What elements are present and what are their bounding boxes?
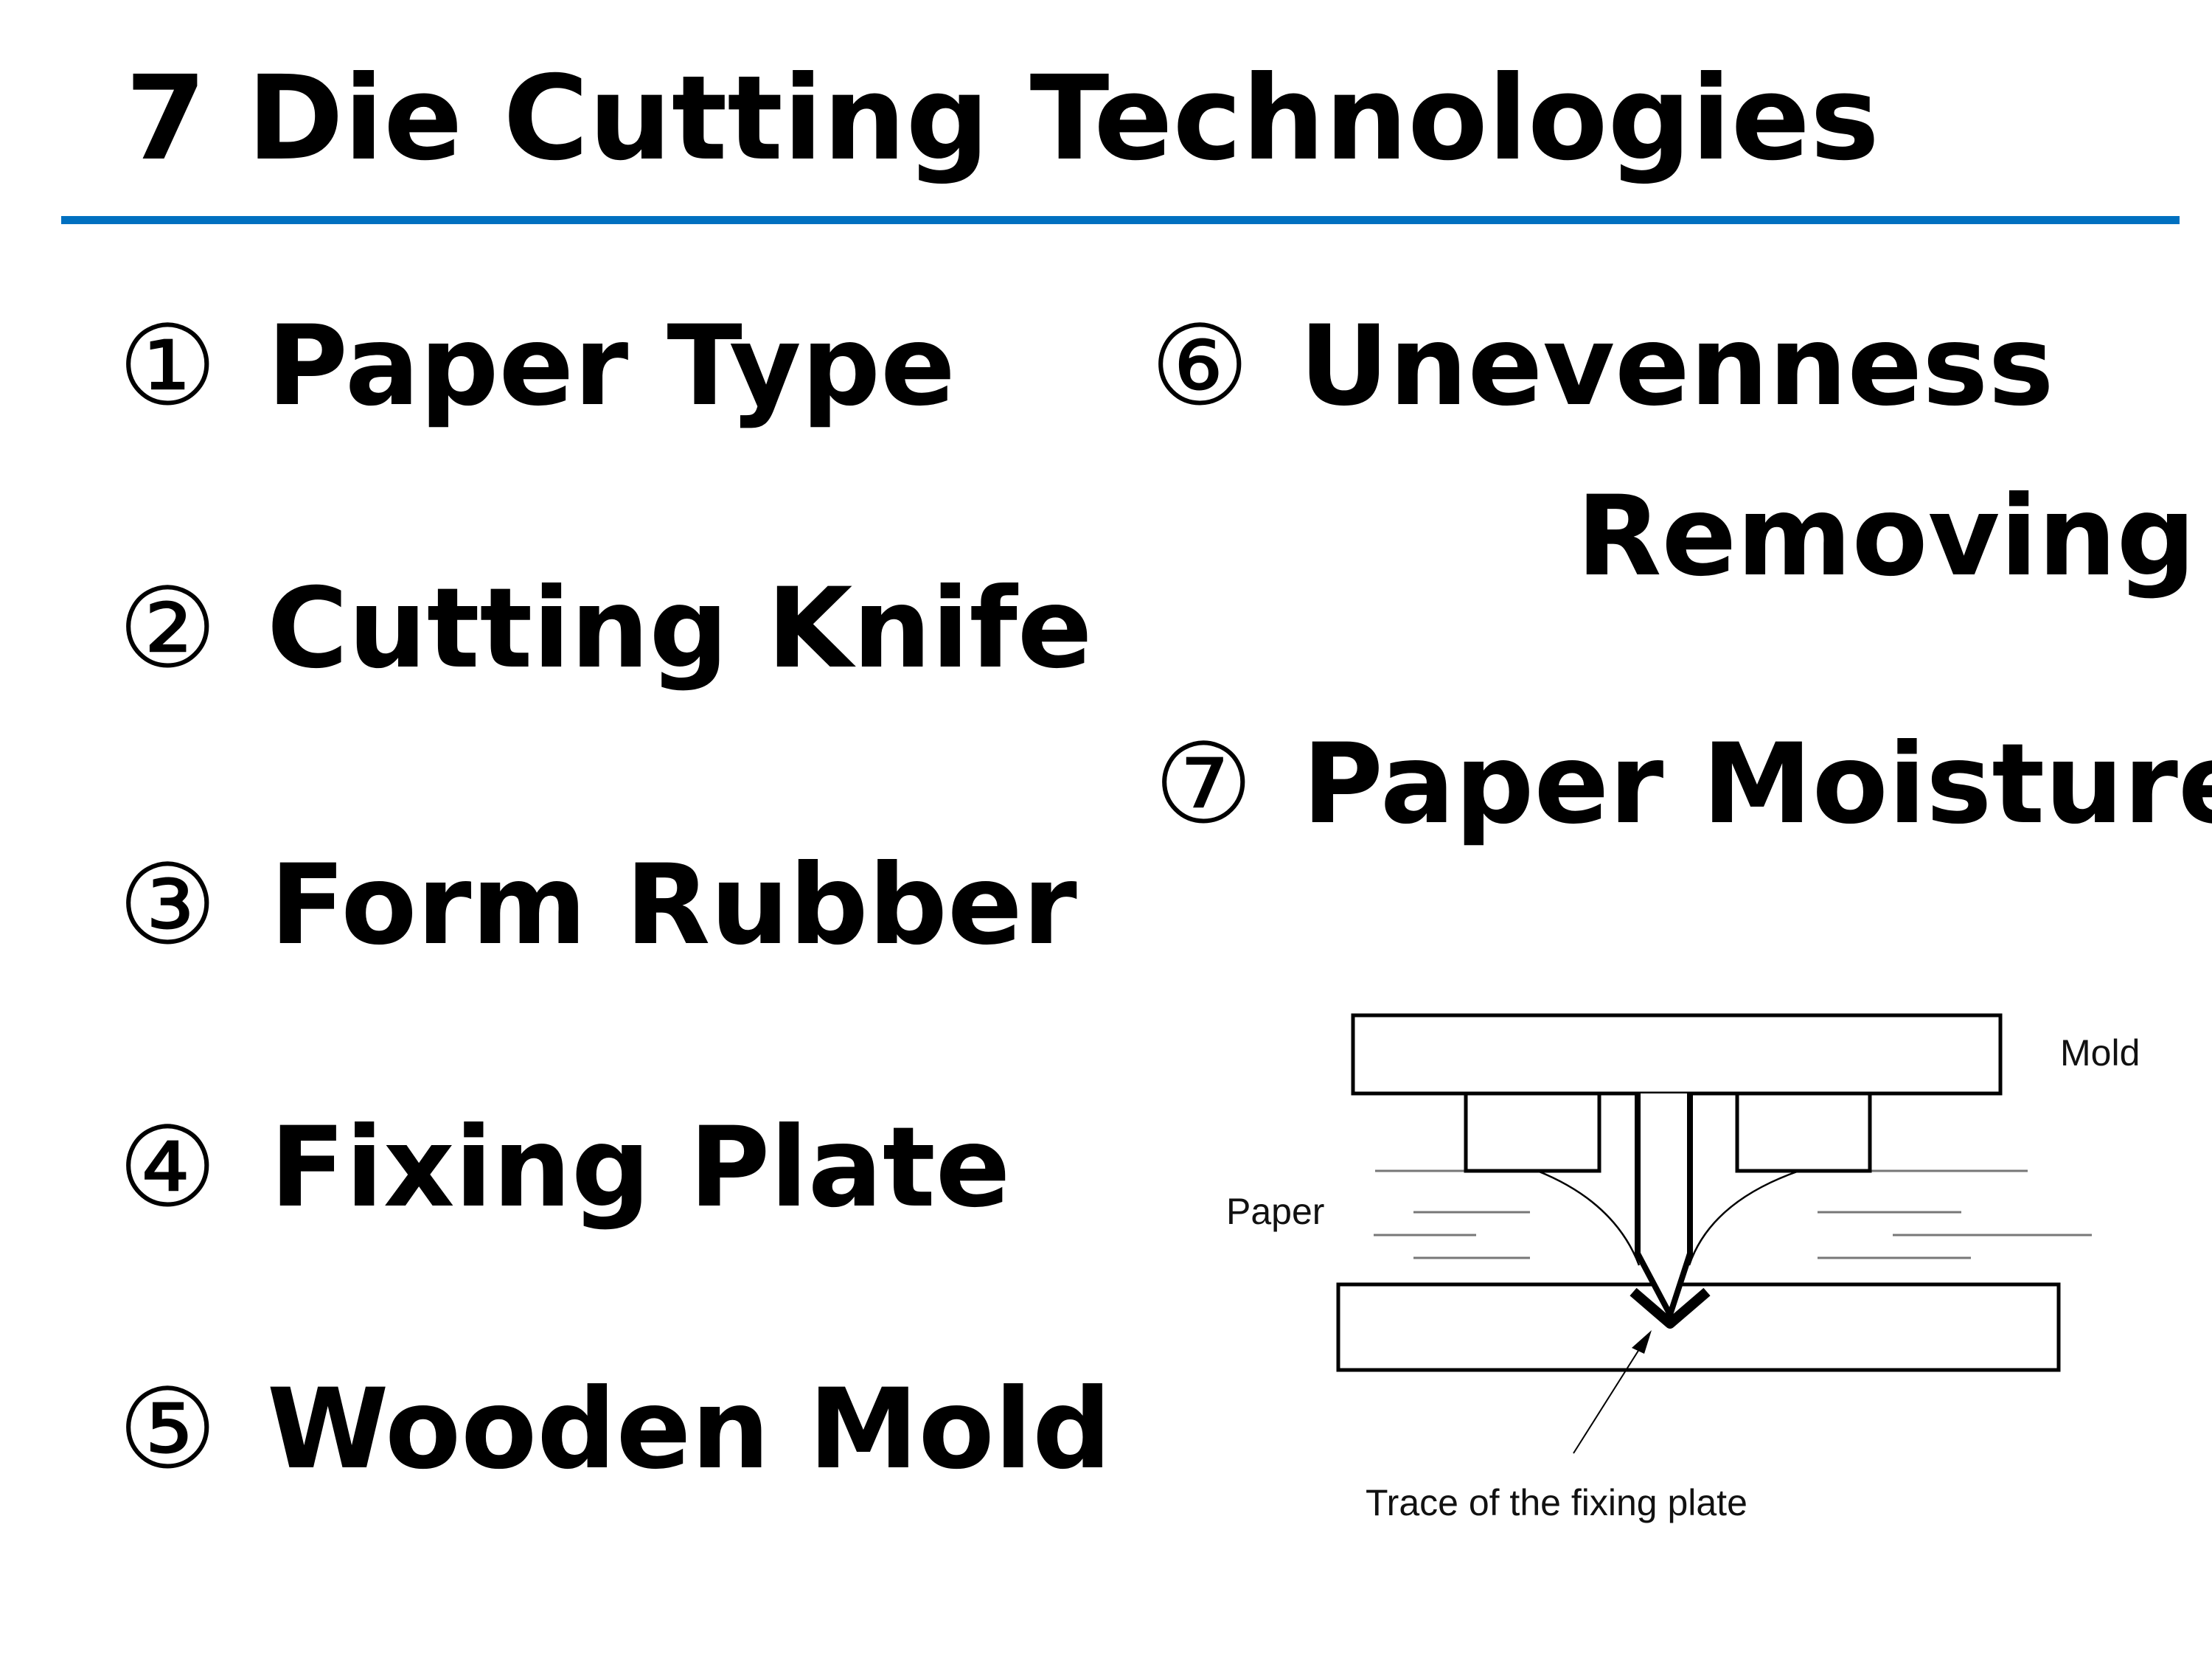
paper-curve-left	[1537, 1169, 1641, 1266]
item-label: Fixing Plate	[270, 1104, 1010, 1232]
item-label: Cutting Knife	[267, 565, 1093, 693]
paper-curve-right	[1688, 1169, 1800, 1266]
item-label: Paper Type	[267, 302, 956, 431]
item-1: ① Paper Type	[118, 302, 956, 431]
item-4: ④ Fixing Plate	[118, 1104, 1010, 1232]
item-3: ③ Form Rubber	[118, 841, 1077, 970]
form-rubber-left	[1464, 1091, 1601, 1173]
item-label: Unevenness	[1299, 302, 2054, 431]
arrow-head-icon	[1632, 1330, 1652, 1354]
item-2: ② Cutting Knife	[118, 565, 1093, 693]
cutting-knife	[1635, 1093, 1693, 1323]
item-7: ⑦ Paper Moisture	[1154, 720, 2212, 849]
number-7-icon: ⑦	[1154, 720, 1253, 849]
title-divider	[61, 216, 2180, 224]
item-label: Form Rubber	[270, 841, 1077, 970]
mold-label: Mold	[2060, 1032, 2140, 1074]
item-label: Wooden Mold	[267, 1366, 1111, 1494]
die-cut-diagram: Mold Paper Trace of the fixing plate	[1226, 1013, 2140, 1523]
trace-label: Trace of the fixing plate	[1366, 1482, 1747, 1523]
number-2-icon: ②	[118, 565, 217, 693]
arrow-line	[1573, 1338, 1646, 1454]
item-6: ⑥ Unevenness Removing	[1150, 302, 2196, 601]
page-title: 7 Die Cutting Technologies	[125, 51, 1879, 187]
number-4-icon: ④	[118, 1104, 217, 1232]
number-3-icon: ③	[118, 841, 217, 970]
item-5: ⑤ Wooden Mold	[118, 1366, 1111, 1494]
number-5-icon: ⑤	[118, 1366, 217, 1494]
number-6-icon: ⑥	[1150, 302, 1249, 431]
number-1-icon: ①	[118, 302, 217, 431]
item-label-line2: Removing	[1576, 473, 2196, 601]
item-label: Paper Moisture	[1302, 720, 2212, 849]
form-rubber-right	[1735, 1091, 1872, 1173]
mold-block	[1351, 1013, 2003, 1096]
trace-mark	[1630, 1287, 1711, 1329]
paper-label: Paper	[1226, 1191, 1324, 1232]
